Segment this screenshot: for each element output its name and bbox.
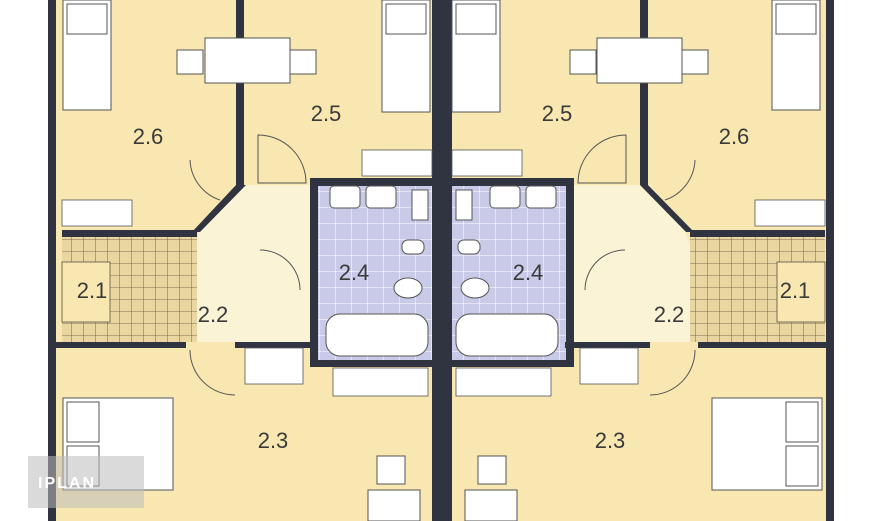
room-label-bedroom-small-right: 2.5 [542, 101, 573, 126]
room-label-hall-right: 2.2 [654, 302, 685, 327]
radiators [61, 149, 826, 397]
room-label-bath-right: 2.4 [513, 260, 544, 285]
doors [189, 134, 696, 396]
room-label-bedroom-small-left: 2.5 [311, 101, 342, 126]
room-label-stairs-right: 2.1 [780, 278, 811, 303]
room-label-bedroom-bottom-right: 2.3 [595, 428, 626, 453]
desks [176, 37, 709, 521]
room-label-stairs-left: 2.1 [77, 278, 108, 303]
room-label-bedroom-bottom-left: 2.3 [258, 428, 289, 453]
bath-fixtures [325, 185, 559, 357]
room-label-bath-left: 2.4 [339, 260, 370, 285]
watermark-box [28, 456, 144, 508]
room-label-bedroom-large-right: 2.6 [719, 124, 750, 149]
room-label-hall-left: 2.2 [198, 302, 229, 327]
room-label-bedroom-large-left: 2.6 [133, 124, 164, 149]
watermark-text: IPLAN [38, 475, 96, 492]
walls [48, 0, 834, 521]
